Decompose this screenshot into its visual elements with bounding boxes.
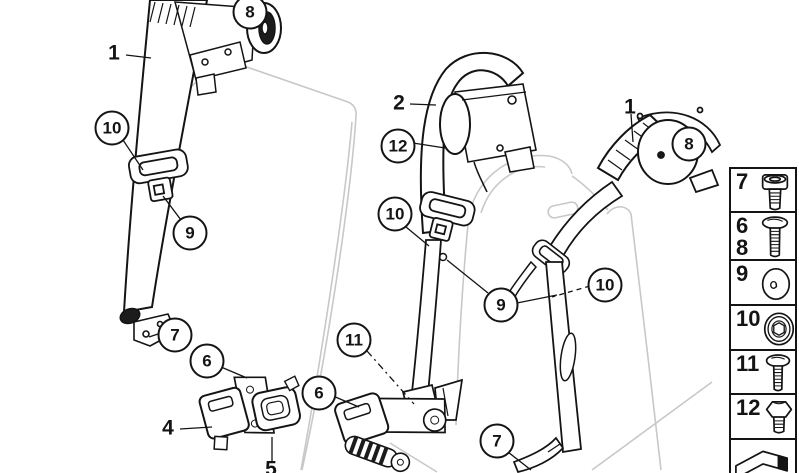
socket-head-cap-screw-icon [761, 174, 789, 211]
legend-label: 7 [736, 169, 749, 194]
sealing-cap-icon [761, 267, 791, 301]
right-belt-end-fold [512, 436, 565, 473]
callout-10-center[interactable]: 10 [377, 196, 413, 232]
slotted-pan-screw-icon [766, 354, 791, 392]
legend-row-11[interactable]: 11 [731, 351, 795, 395]
left-seatbelt [119, 0, 282, 347]
right-seatbelt [506, 106, 722, 473]
parts-legend: 7 6 8 [729, 167, 797, 473]
right-belt-loop [559, 332, 577, 382]
hex-head-screw-icon [766, 400, 793, 434]
callout-11-center[interactable]: 11 [336, 322, 372, 358]
callout-9-left[interactable]: 9 [172, 215, 208, 251]
legend-label: 11 [736, 351, 760, 376]
legend-row-10[interactable]: 10 [731, 306, 795, 351]
label-4-bottom[interactable]: 4 [162, 416, 174, 440]
right-seat-outline [468, 154, 573, 215]
label-1-right[interactable]: 1 [624, 95, 636, 119]
leader-lines [122, 54, 634, 471]
direction-arrow-icon [735, 450, 789, 473]
legend-row-arrow[interactable] [731, 440, 795, 473]
legend-label: 8 [736, 235, 749, 260]
legend-row-9[interactable]: 9 [731, 261, 795, 306]
label-1-left[interactable]: 1 [108, 41, 120, 65]
callout-12-center[interactable]: 12 [380, 128, 416, 164]
callout-10-right[interactable]: 10 [587, 267, 623, 303]
callout-7-left[interactable]: 7 [157, 317, 193, 353]
legend-label: 12 [736, 395, 761, 420]
left-belt-tongue [127, 148, 189, 203]
callout-8-top-left[interactable]: 8 [232, 0, 268, 30]
callout-8-right[interactable]: 8 [671, 126, 707, 162]
pan-head-screw-icon [761, 216, 789, 258]
legend-row-6-8[interactable]: 6 8 [731, 213, 795, 261]
center-belt-retractor [439, 83, 537, 193]
legend-label: 9 [736, 261, 749, 286]
center-belt-lower-strap [411, 239, 442, 396]
buckle-wire-coil [344, 435, 411, 473]
label-2-center[interactable]: 2 [393, 91, 405, 115]
callout-6-left[interactable]: 6 [189, 343, 225, 379]
legend-row-7[interactable]: 7 [731, 169, 795, 213]
latch-part-5 [251, 375, 301, 432]
right-belt-upper-strap [548, 180, 624, 258]
callout-7-bottom[interactable]: 7 [479, 423, 515, 459]
legend-label: 6 [736, 213, 749, 238]
center-belt-tongue [419, 191, 476, 242]
seat-belt-slot [547, 201, 579, 219]
legend-label: 10 [736, 306, 761, 331]
washer-nut-icon [764, 312, 795, 346]
legend-row-12[interactable]: 12 [731, 395, 795, 440]
callout-10-left[interactable]: 10 [94, 110, 130, 146]
callout-6-center[interactable]: 6 [301, 375, 337, 411]
label-5-bottom[interactable]: 5 [265, 457, 277, 473]
buckle-part-6 [334, 392, 447, 473]
callout-9-center[interactable]: 9 [483, 287, 519, 323]
right-belt-retractor [596, 106, 722, 194]
